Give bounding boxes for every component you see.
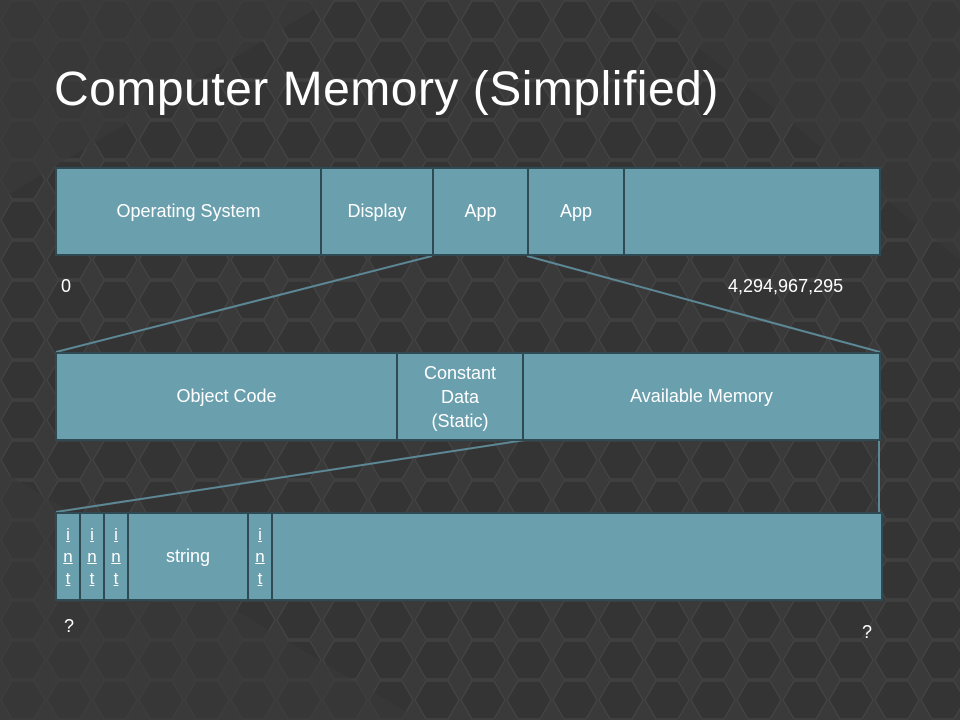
available-memory-row: i n t i n t i n t string i n t — [55, 512, 883, 601]
segment-string: string — [127, 512, 249, 601]
segment-int-3: i n t — [103, 512, 129, 601]
segment-remaining — [271, 512, 883, 601]
segment-available-memory: Available Memory — [522, 352, 881, 441]
slide-title: Computer Memory (Simplified) — [54, 63, 719, 116]
segment-int-4: i n t — [247, 512, 273, 601]
segment-constant-data: Constant Data (Static) — [396, 352, 524, 441]
address-start-label: 0 — [61, 276, 72, 296]
unknown-end-label: ? — [862, 622, 873, 642]
segment-object-code: Object Code — [55, 352, 398, 441]
unknown-start-label: ? — [64, 616, 75, 636]
segment-int-2: i n t — [79, 512, 105, 601]
app-memory-row: Object Code Constant Data (Static) Avail… — [55, 352, 881, 441]
segment-free — [623, 167, 881, 256]
segment-app-2: App — [527, 167, 625, 256]
segment-app-1: App — [432, 167, 529, 256]
segment-display: Display — [320, 167, 434, 256]
segment-int-1: i n t — [55, 512, 81, 601]
memory-map-row: Operating System Display App App — [55, 167, 881, 256]
address-end-label: 4,294,967,295 — [728, 276, 844, 296]
segment-operating-system: Operating System — [55, 167, 322, 256]
